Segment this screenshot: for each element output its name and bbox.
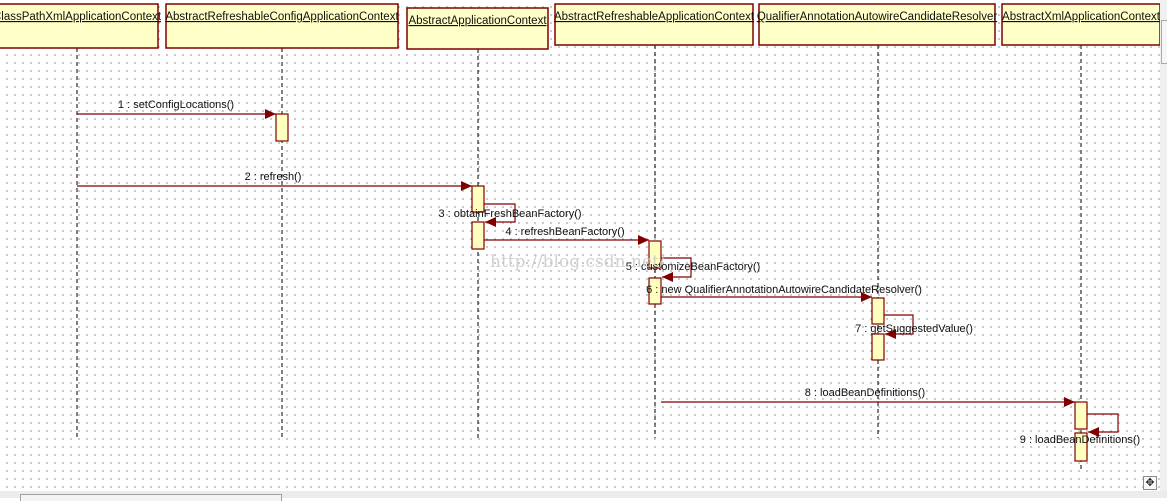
lifeline-name: ClassPathXmlApplicationContext [0, 11, 162, 23]
activation-bar [871, 333, 885, 361]
activation-bar [275, 113, 289, 142]
lifeline-name: AbstractRefreshableConfigApplicationCont… [165, 11, 399, 23]
activation-bar [1074, 401, 1088, 430]
lifeline-name: AbstractXmlApplicationContext [1002, 11, 1160, 23]
vertical-scrollbar-thumb[interactable] [1161, 20, 1167, 64]
message-label: 9 : loadBeanDefinitions() [1020, 434, 1140, 446]
message-label: 8 : loadBeanDefinitions() [805, 387, 925, 399]
lifeline-box-cpx [0, 3, 159, 49]
activation-bar [1074, 432, 1088, 462]
lifeline-box-qaacr [758, 3, 996, 46]
activation-bar [871, 297, 885, 325]
message-line [884, 314, 914, 335]
message-label: 1 : setConfigLocations() [118, 99, 234, 111]
message-label: 2 : refresh() [245, 171, 302, 183]
message-label: 7 : getSuggestedValue() [855, 323, 973, 335]
message-line [661, 257, 692, 278]
watermark-text: http://blog.csdn.net/ [490, 252, 665, 272]
arrowhead [1064, 397, 1075, 407]
activation-bar [648, 277, 662, 305]
arrowhead [485, 217, 496, 227]
lifeline-box-arcac [165, 3, 399, 49]
activation-bar [471, 221, 485, 250]
lifeline-box-arac [554, 3, 754, 46]
lifeline-box-axac [1001, 3, 1160, 46]
message-line [1087, 413, 1119, 433]
move-icon[interactable]: ✥ [1143, 476, 1157, 490]
message-line [484, 203, 516, 223]
arrowhead [638, 235, 649, 245]
lifeline-name: QualifierAnnotationAutowireCandidateReso… [757, 11, 998, 23]
arrowhead [1088, 427, 1099, 437]
message-label: 6 : new QualifierAnnotationAutowireCandi… [646, 284, 922, 296]
lifeline-box-aac [406, 7, 549, 50]
vertical-scrollbar[interactable] [1160, 0, 1167, 491]
lifeline-name: AbstractRefreshableApplicationContext [554, 11, 755, 23]
message-label: 4 : refreshBeanFactory() [505, 226, 624, 238]
arrowhead [885, 329, 896, 339]
arrowhead [861, 292, 872, 302]
arrowhead [662, 272, 673, 282]
horizontal-scrollbar[interactable] [0, 491, 1167, 501]
arrowhead [265, 109, 276, 119]
message-label: 3 : obtainFreshBeanFactory() [438, 208, 581, 220]
activation-bar [648, 240, 662, 269]
message-label: 5 : customizeBeanFactory() [626, 261, 761, 273]
activation-bar [471, 185, 485, 213]
arrowhead [461, 181, 472, 191]
lifeline-name: AbstractApplicationContext [408, 15, 547, 27]
